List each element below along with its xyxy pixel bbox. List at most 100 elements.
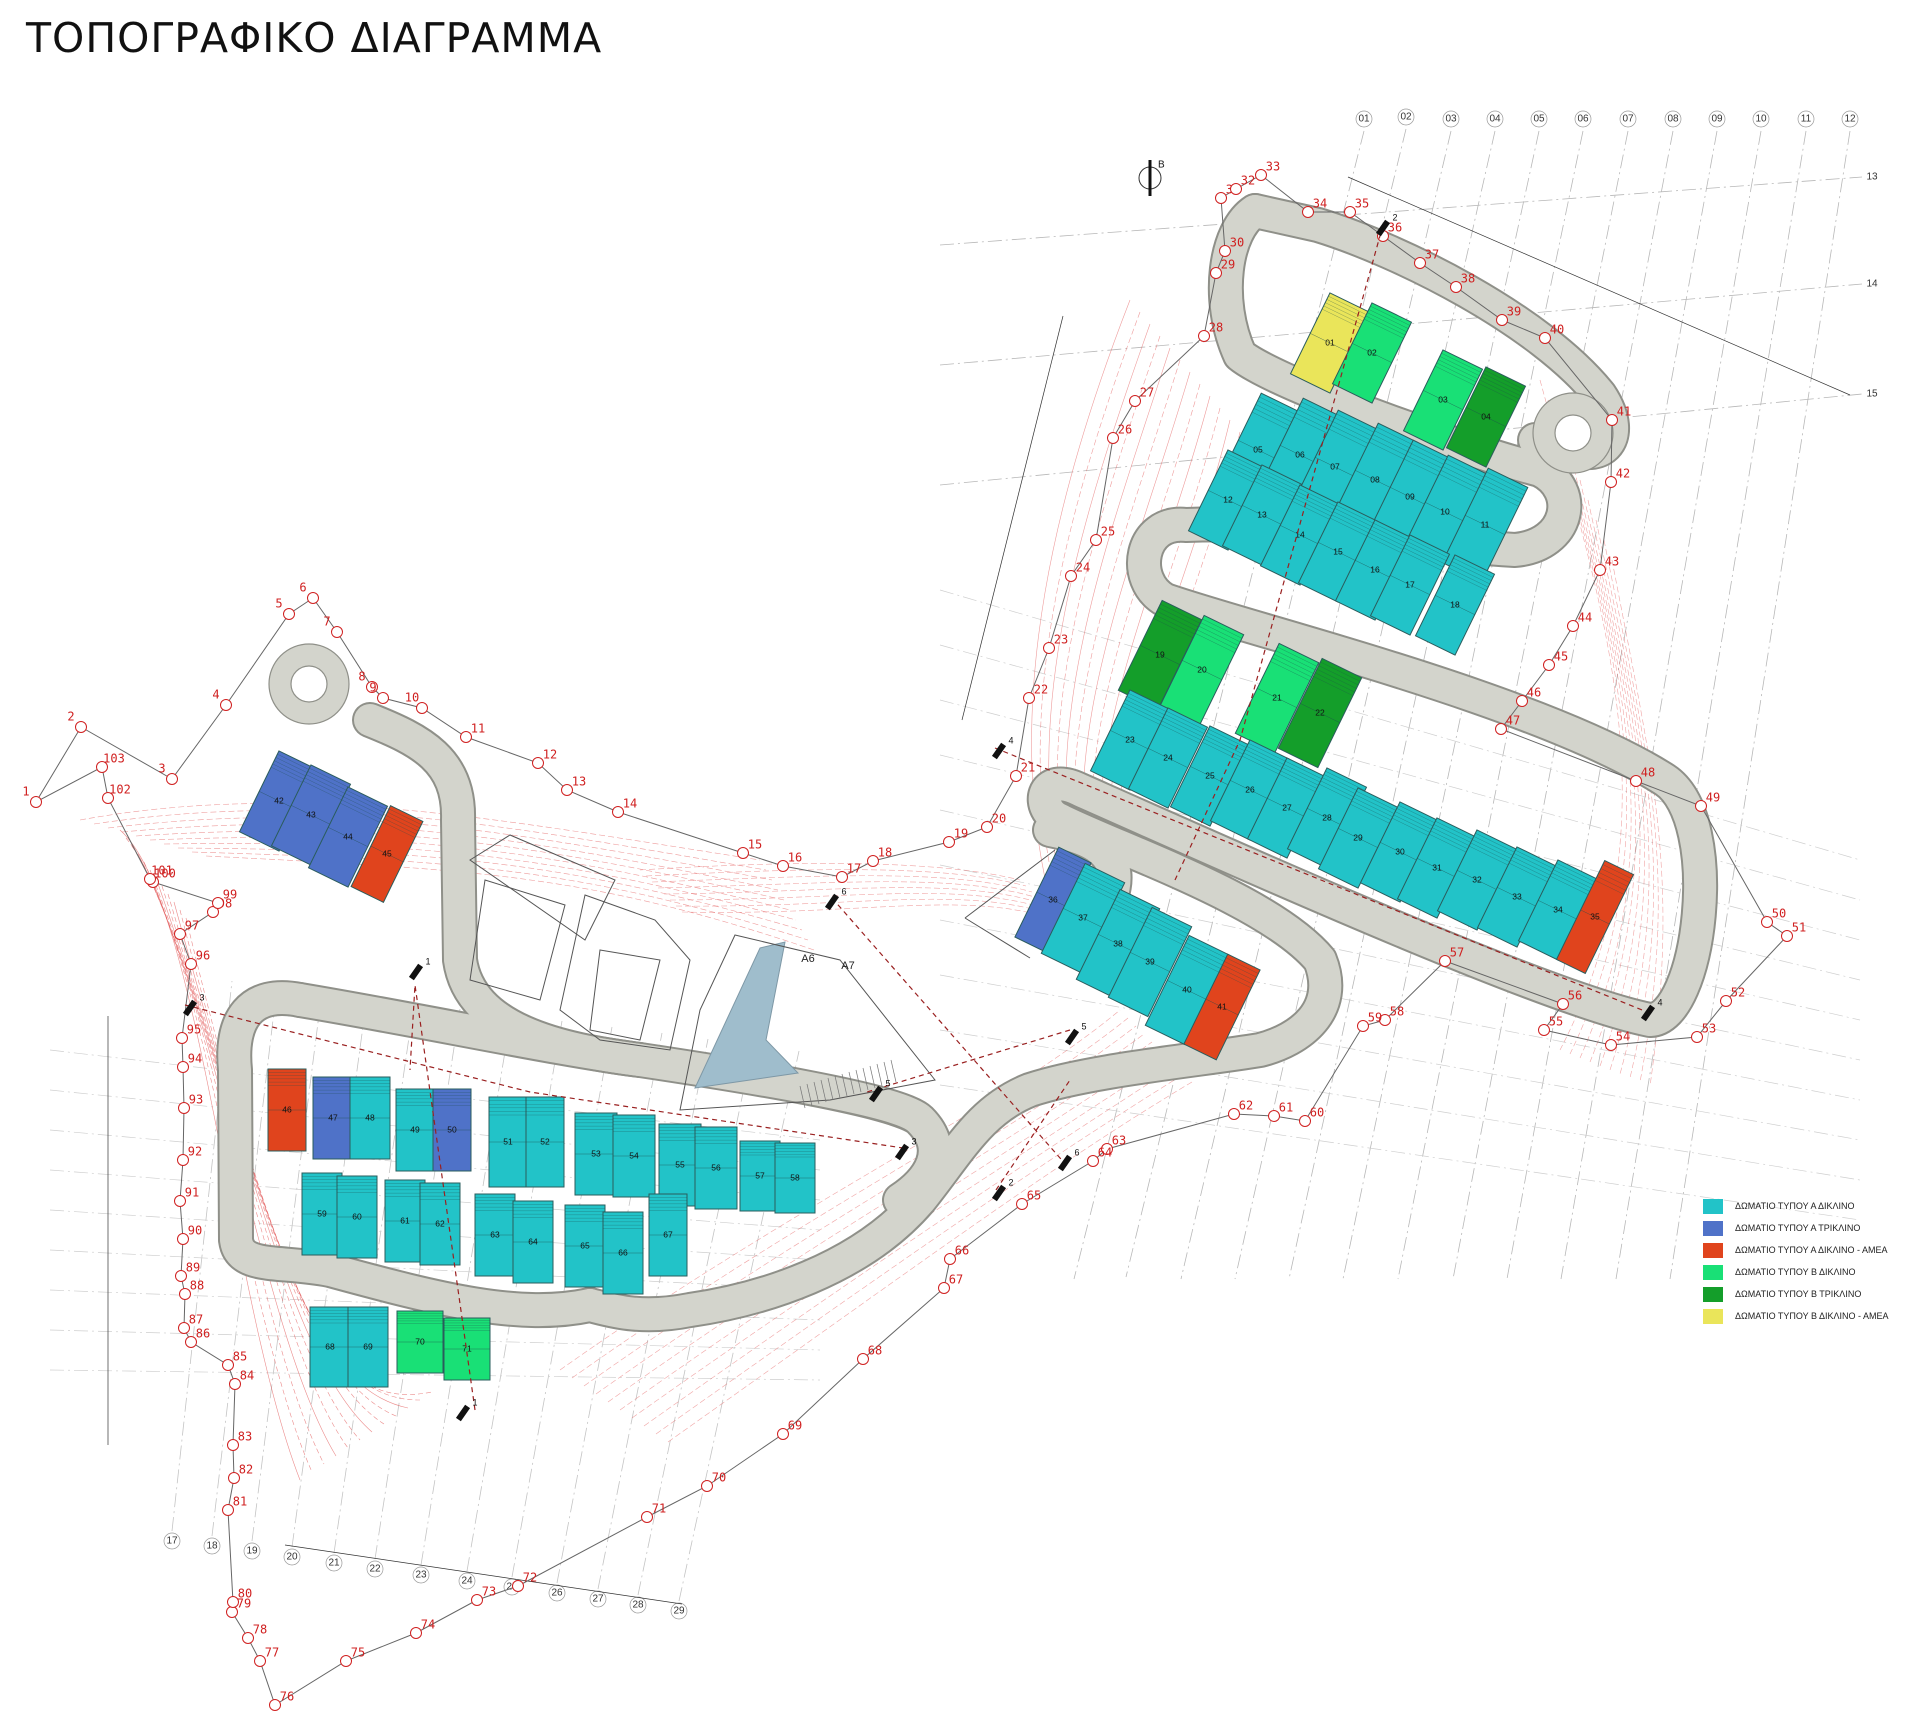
legend-label: ΔΩΜΑΤΙΟ ΤΥΠΟΥ Α ΔΙΚΛΙΝΟ - ΑΜΕΑ (1735, 1245, 1888, 1255)
survey-point-marker (1268, 1110, 1280, 1122)
survey-point-marker (174, 928, 186, 940)
survey-point-marker (1691, 1031, 1703, 1043)
room-number-label: 07 (1330, 461, 1340, 471)
room-number-label: 55 (675, 1159, 685, 1169)
survey-point-label: 82 (239, 1463, 253, 1477)
steps-hatch (813, 1081, 820, 1105)
room-stair-hatch (1222, 964, 1255, 981)
room-stair-hatch (1197, 629, 1237, 650)
room-number-label: 30 (1395, 846, 1405, 856)
existing-building (559, 894, 691, 1051)
room-stair-hatch (1208, 728, 1249, 749)
room-stair-hatch (1295, 494, 1335, 515)
grid-axis-label: 08 (1667, 114, 1679, 125)
survey-point-label: 53 (1702, 1022, 1716, 1036)
survey-point-label: 34 (1313, 197, 1327, 211)
survey-point-label: 75 (351, 1646, 365, 1660)
section-marker (1057, 1154, 1073, 1172)
room-stair-hatch (1313, 676, 1354, 696)
legend-item: ΔΩΜΑΤΙΟ ΤΥΠΟΥ Β ΔΙΚΛΙΝΟ (1703, 1261, 1918, 1283)
contour-line (655, 1073, 1185, 1435)
room-stair-hatch (1396, 808, 1437, 828)
room-stair-hatch (344, 793, 385, 813)
room-stair-hatch (1328, 428, 1369, 449)
room-stair-hatch (1482, 479, 1523, 499)
room-stair-hatch (1333, 511, 1373, 532)
room-number-label: 47 (328, 1112, 338, 1122)
room-stair-hatch (1123, 702, 1164, 723)
survey-point-marker (176, 1032, 188, 1044)
room-stair-hatch (1201, 741, 1242, 762)
room-number-label: 37 (1078, 912, 1088, 922)
room-partition (1110, 730, 1150, 750)
survey-point-marker (144, 873, 156, 885)
survey-point-marker (1557, 998, 1569, 1010)
room-number-label: 32 (1472, 874, 1482, 884)
survey-point-marker (1539, 332, 1551, 344)
room-stair-hatch (1435, 820, 1476, 841)
survey-point-marker (331, 626, 343, 638)
room-stair-hatch (1602, 864, 1632, 879)
room-stair-hatch (1325, 770, 1366, 791)
grid-line (1452, 130, 1674, 1280)
room-stair-hatch (1438, 473, 1479, 494)
grid-axis-label: 19 (246, 1546, 258, 1557)
room-number-label: 56 (711, 1162, 721, 1172)
survey-point-marker (1230, 183, 1242, 195)
room-stair-hatch (1484, 475, 1525, 496)
room-stair-hatch (1440, 470, 1481, 490)
survey-point-marker (1302, 206, 1314, 218)
room-unit: 65 (564, 1204, 606, 1288)
room-stair-hatch (1280, 770, 1321, 791)
grid-line (939, 974, 1861, 1141)
room-unit: 35 (1555, 859, 1635, 975)
survey-point-marker (1720, 995, 1732, 1007)
room-stair-hatch (1198, 626, 1239, 646)
room-number-label: 29 (1353, 832, 1363, 842)
room-stair-hatch (1258, 471, 1299, 491)
legend-item: ΔΩΜΑΤΙΟ ΤΥΠΟΥ Α ΔΙΚΛΙΝΟ (1703, 1195, 1918, 1217)
room-partition (1497, 887, 1537, 907)
survey-point-marker (1695, 800, 1707, 812)
survey-point-marker (641, 1511, 653, 1523)
room-partition (1466, 407, 1506, 427)
contour-line (639, 863, 1021, 881)
area-label-a6: Α6 (801, 953, 814, 965)
room-number-label: 51 (503, 1136, 513, 1146)
section-marker-label: 1 (425, 956, 430, 966)
grid-axis-label: 10 (1755, 114, 1767, 125)
room-number-label: 38 (1113, 938, 1123, 948)
room-partition (370, 845, 404, 863)
grid-axis-bubble (325, 1554, 343, 1572)
grid-axis-bubble (548, 1584, 566, 1602)
room-stair-hatch (1195, 633, 1236, 653)
room-stair-hatch (1398, 804, 1439, 825)
room-number-label: 64 (528, 1236, 538, 1246)
room-number-label: 08 (1370, 474, 1380, 484)
road-surface (574, 804, 1342, 1331)
room-number-label: 60 (352, 1211, 362, 1221)
room-stair-hatch (1253, 408, 1294, 428)
room-stair-hatch (1055, 854, 1088, 871)
room-stair-hatch (384, 818, 417, 835)
survey-point-label: 97 (185, 919, 199, 933)
room-stair-hatch (1600, 868, 1630, 883)
grid-axis-label: 24 (461, 1576, 473, 1587)
room-partition (1465, 515, 1505, 535)
grid-axis-label: 09 (1711, 114, 1723, 125)
survey-point-label: 96 (196, 949, 210, 963)
survey-point-label: 81 (233, 1495, 247, 1509)
grid-axis-bubble (670, 1602, 688, 1620)
section-marker-label: 2 (1392, 212, 1397, 222)
room-stair-hatch (1332, 421, 1373, 441)
survey-point-label: 23 (1054, 633, 1068, 647)
room-stair-hatch (1182, 949, 1222, 970)
survey-point-marker (1538, 1024, 1550, 1036)
room-stair-hatch (1401, 550, 1442, 571)
survey-point-marker (1215, 192, 1227, 204)
grid-axis-label: 29 (673, 1606, 685, 1617)
contour-line (119, 829, 301, 1481)
survey-point-label: 25 (1101, 525, 1115, 539)
room-number-label: 45 (382, 848, 392, 858)
survey-point-marker (96, 761, 108, 773)
